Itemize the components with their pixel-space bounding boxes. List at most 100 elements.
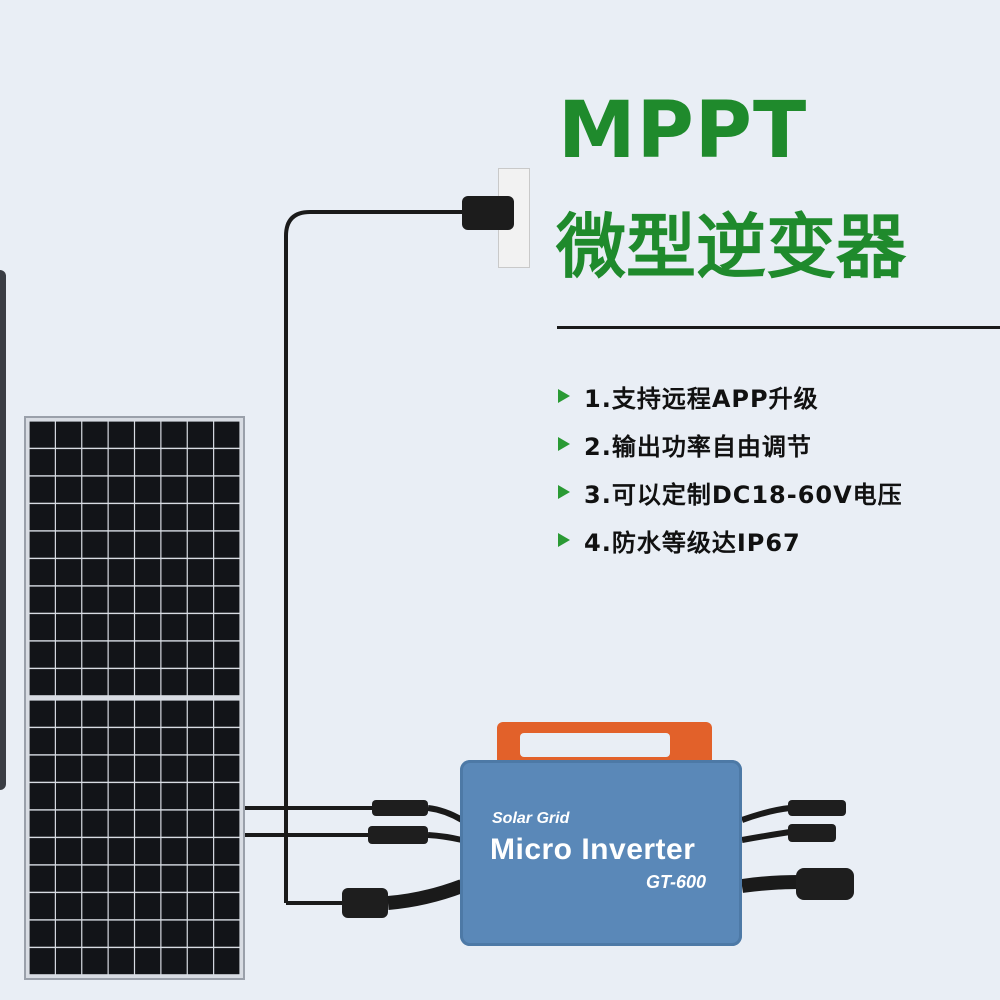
solar-cell <box>82 783 108 810</box>
solar-cell <box>187 641 214 668</box>
solar-cell <box>161 838 187 865</box>
solar-cell <box>29 559 55 586</box>
solar-cell <box>82 893 108 920</box>
micro-inverter <box>460 760 742 946</box>
solar-cell <box>82 614 108 641</box>
solar-cell <box>161 449 187 476</box>
solar-cell <box>187 893 214 920</box>
solar-cell <box>187 559 214 586</box>
solar-cell <box>187 586 214 613</box>
solar-cell <box>214 641 240 668</box>
solar-cell <box>187 531 214 558</box>
solar-cell <box>161 700 187 727</box>
solar-cell <box>135 755 161 782</box>
solar-cell <box>82 559 108 586</box>
solar-cell <box>187 669 214 696</box>
ac-plug <box>462 196 514 230</box>
solar-cell <box>29 783 55 810</box>
solar-cell <box>161 531 187 558</box>
solar-cell <box>161 476 187 503</box>
feature-text: 2.输出功率自由调节 <box>584 432 812 461</box>
solar-cell <box>108 700 134 727</box>
solar-cell <box>108 476 134 503</box>
solar-cell <box>214 810 240 837</box>
solar-cell <box>82 504 108 531</box>
solar-cell <box>108 783 134 810</box>
inverter-name: Micro Inverter <box>490 833 696 866</box>
solar-cell <box>82 421 108 448</box>
solar-cell <box>108 948 134 975</box>
solar-cell <box>29 531 55 558</box>
solar-cell <box>214 865 240 892</box>
solar-cell <box>187 700 214 727</box>
solar-cell <box>29 755 55 782</box>
solar-cell <box>135 920 161 947</box>
solar-cell <box>108 504 134 531</box>
solar-cell <box>135 669 161 696</box>
solar-cell <box>214 755 240 782</box>
solar-cell <box>29 865 55 892</box>
solar-cell <box>214 614 240 641</box>
solar-cell <box>82 531 108 558</box>
solar-cell <box>29 476 55 503</box>
solar-cell <box>135 586 161 613</box>
solar-cell <box>82 586 108 613</box>
solar-cell <box>55 865 82 892</box>
solar-panel <box>24 416 245 980</box>
feature-text: 3.可以定制DC18-60V电压 <box>584 480 903 509</box>
feature-item: 3.可以定制DC18-60V电压 <box>558 468 903 516</box>
solar-cell <box>214 476 240 503</box>
solar-cell <box>187 614 214 641</box>
solar-cell <box>55 948 82 975</box>
solar-cell <box>187 728 214 755</box>
solar-cell <box>214 669 240 696</box>
solar-cell <box>214 700 240 727</box>
solar-cell <box>187 504 214 531</box>
solar-cell <box>187 755 214 782</box>
solar-cell <box>108 810 134 837</box>
inverter-model: GT-600 <box>646 872 707 892</box>
solar-cell <box>135 810 161 837</box>
inverter-handle-cutout <box>520 733 670 757</box>
solar-cell <box>108 755 134 782</box>
title-divider <box>557 326 1000 329</box>
bullet-arrow-icon <box>558 437 570 451</box>
solar-cell <box>135 893 161 920</box>
solar-cell <box>214 893 240 920</box>
solar-cell <box>135 614 161 641</box>
solar-cell <box>108 838 134 865</box>
solar-cell <box>187 783 214 810</box>
solar-cell <box>82 700 108 727</box>
solar-cell <box>135 728 161 755</box>
solar-cell <box>108 728 134 755</box>
solar-cell <box>55 421 82 448</box>
solar-cell <box>214 728 240 755</box>
solar-cell <box>55 641 82 668</box>
solar-cell <box>187 838 214 865</box>
page-title: MPPT <box>558 86 808 176</box>
feature-list: 1.支持远程APP升级 2.输出功率自由调节 3.可以定制DC18-60V电压 … <box>558 372 903 564</box>
solar-cell <box>82 810 108 837</box>
solar-cell <box>82 728 108 755</box>
solar-cell <box>214 783 240 810</box>
solar-cell <box>29 641 55 668</box>
solar-cell <box>55 920 82 947</box>
solar-cell <box>82 838 108 865</box>
feature-item: 1.支持远程APP升级 <box>558 372 903 420</box>
solar-cell <box>29 504 55 531</box>
bullet-arrow-icon <box>558 389 570 403</box>
solar-cell-grid <box>29 421 240 975</box>
solar-cell <box>55 838 82 865</box>
solar-cell <box>108 421 134 448</box>
solar-cell <box>29 449 55 476</box>
solar-cell <box>55 669 82 696</box>
solar-cell <box>29 669 55 696</box>
solar-cell <box>108 614 134 641</box>
solar-cell <box>82 755 108 782</box>
solar-cell <box>187 920 214 947</box>
solar-cell <box>55 783 82 810</box>
solar-cell <box>55 559 82 586</box>
solar-cell <box>161 783 187 810</box>
solar-cell <box>55 755 82 782</box>
